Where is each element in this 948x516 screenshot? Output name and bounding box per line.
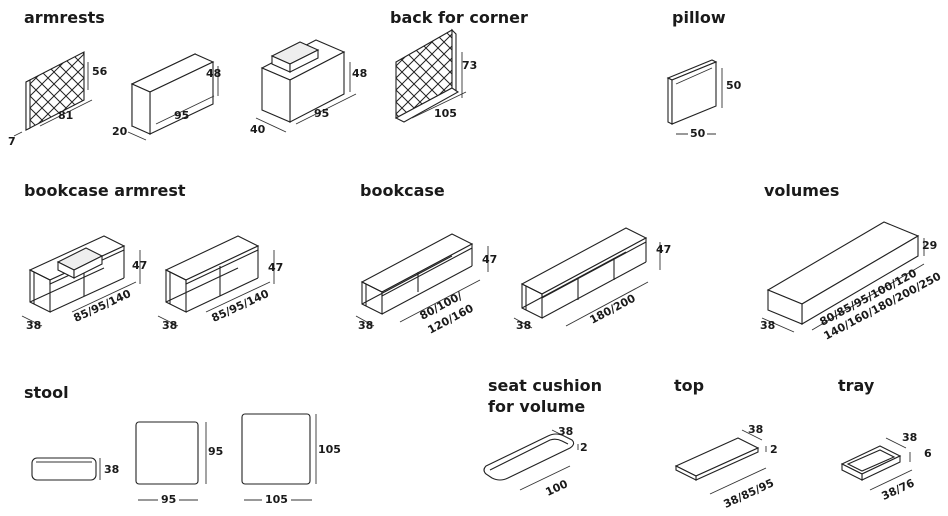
dim-armrest-box-height: 48 — [206, 67, 222, 80]
tray-drawing — [840, 437, 913, 491]
stool-square-95-drawing — [135, 421, 207, 501]
volumes-drawing — [761, 221, 925, 333]
armrest-tray-drawing — [255, 39, 357, 133]
dim-armrest-quilted-depth: 7 — [8, 135, 16, 148]
section-title-tray: tray — [838, 376, 875, 395]
dim-armrest-box-depth: 20 — [112, 125, 128, 138]
dim-armrest-tray-depth: 40 — [250, 123, 266, 136]
dim-tray-height: 6 — [924, 447, 932, 460]
section-title-seat-cushion-line1: seat cushion — [488, 376, 603, 395]
dim-armrest-box-width: 95 — [174, 109, 190, 122]
dim-armrest-quilted-width: 81 — [58, 109, 74, 122]
seat-cushion-drawing — [483, 429, 579, 491]
section-title-top: top — [674, 376, 705, 395]
dim-seat-cushion-depth: 38 — [558, 425, 574, 438]
dim-stool-side-height: 38 — [104, 463, 120, 476]
dim-stool-large-width: 105 — [262, 494, 291, 506]
section-title-armrests: armrests — [24, 8, 105, 27]
armrest-box-drawing — [127, 53, 219, 141]
dim-seat-cushion-height: 2 — [580, 441, 588, 454]
pillow-drawing — [666, 59, 723, 135]
stool-square-105-drawing — [241, 413, 317, 501]
dim-top-depth: 38 — [748, 423, 764, 436]
dim-stool-small-width: 95 — [158, 494, 180, 506]
dim-pillow-width: 50 — [688, 127, 708, 140]
section-title-back-for-corner: back for corner — [390, 8, 528, 27]
dim-back-corner-height: 73 — [462, 59, 478, 72]
section-title-bookcase-armrest: bookcase armrest — [24, 181, 186, 200]
bookcase-armrest-a-drawing — [21, 235, 141, 327]
dim-stool-small-height: 95 — [208, 445, 224, 458]
section-title-volumes: volumes — [764, 181, 840, 200]
dim-bookcase-b-depth: 38 — [516, 319, 532, 332]
dim-bookcase-a-height: 47 — [482, 253, 498, 266]
dim-armrest-tray-width: 95 — [314, 107, 330, 120]
stool-side-drawing — [31, 457, 101, 481]
back-corner-drawing — [394, 28, 467, 123]
dim-tray-depth: 38 — [902, 431, 918, 444]
dim-back-corner-width: 105 — [434, 107, 457, 120]
dim-armrest-quilted-height: 56 — [92, 65, 108, 78]
section-title-bookcase: bookcase — [360, 181, 445, 200]
bookcase-b-drawing — [513, 227, 661, 329]
dim-volumes-depth: 38 — [760, 319, 776, 332]
top-drawing — [674, 429, 767, 495]
dim-bookcase-a-depth: 38 — [358, 319, 374, 332]
dim-top-height: 2 — [770, 443, 778, 456]
dim-bookcase-b-height: 47 — [656, 243, 672, 256]
section-title-seat-cushion-line2: for volume — [488, 397, 586, 416]
dim-pillow-height: 50 — [726, 79, 742, 92]
bookcase-a-drawing — [355, 233, 489, 327]
section-title-pillow: pillow — [672, 8, 726, 27]
dim-bookcase-armrest-b-depth: 38 — [162, 319, 178, 332]
dim-bookcase-armrest-b-height: 47 — [268, 261, 284, 274]
dim-armrest-tray-height: 48 — [352, 67, 368, 80]
dim-volumes-height: 29 — [922, 239, 938, 252]
section-title-stool: stool — [24, 383, 69, 402]
dim-bookcase-armrest-a-depth: 38 — [26, 319, 42, 332]
dim-bookcase-armrest-a-height: 47 — [132, 259, 148, 272]
dim-stool-large-height: 105 — [318, 443, 341, 456]
bookcase-armrest-b-drawing — [157, 235, 275, 327]
armrest-quilted-drawing — [13, 51, 93, 137]
